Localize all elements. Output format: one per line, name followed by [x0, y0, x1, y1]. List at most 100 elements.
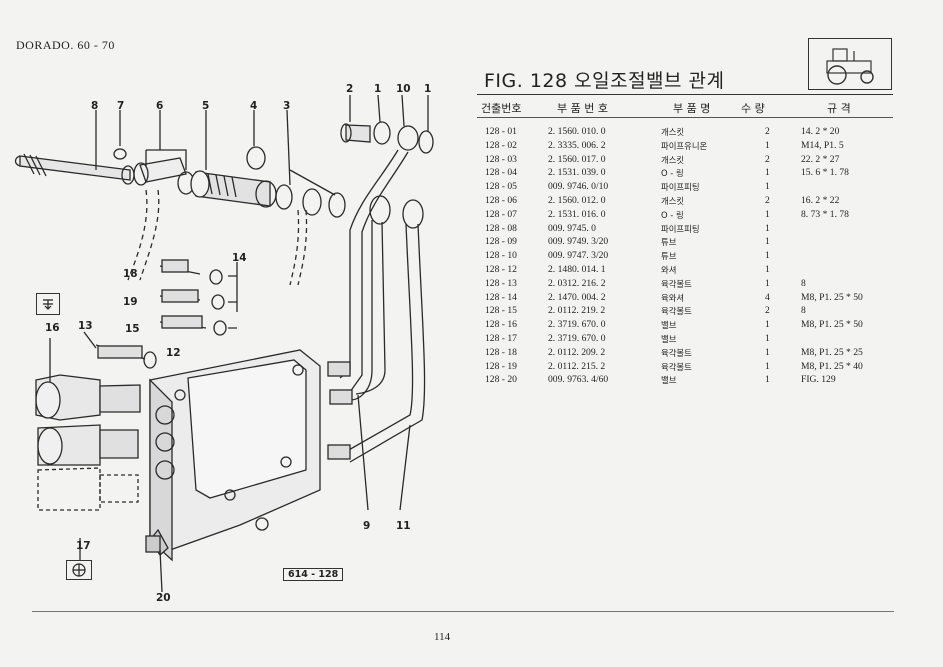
ref-cell: 128 - 12: [485, 263, 517, 275]
ref-cell: 128 - 18: [485, 346, 517, 358]
ref-cell: 128 - 04: [485, 167, 517, 179]
callout-8: 8: [91, 100, 99, 112]
part-name-cell: 파이프유니온: [661, 140, 708, 151]
part-name-cell: 튜브: [661, 237, 677, 248]
part-number-cell: 2. 0112. 209. 2: [548, 346, 606, 358]
exploded-diagram: [0, 70, 475, 610]
part-name-cell: 육각볼트: [661, 361, 692, 372]
header-rule: [477, 94, 893, 95]
quantity-cell: 1: [765, 277, 770, 289]
quantity-cell: 2: [765, 194, 770, 206]
quantity-cell: 1: [765, 250, 770, 262]
ref-cell: 128 - 19: [485, 360, 517, 372]
part-number-cell: 009. 9745. 0: [548, 222, 596, 234]
spec-cell: 22. 2 * 27: [801, 153, 840, 165]
ref-cell: 128 - 20: [485, 374, 517, 386]
ref-cell: 128 - 15: [485, 305, 517, 317]
callout-5: 5: [202, 100, 210, 112]
part-number-cell: 2. 1531. 039. 0: [548, 167, 606, 179]
tractor-icon: [808, 38, 892, 90]
quantity-cell: 2: [765, 305, 770, 317]
quantity-cell: 4: [765, 291, 770, 303]
valve-symbol-icon: [66, 560, 92, 580]
part-name-cell: 개스킷: [661, 127, 685, 137]
figure-title: FIG. 128 오일조절밸브 관계: [484, 70, 725, 92]
part-name-cell: 밸브: [661, 333, 677, 344]
callout-18: 18: [123, 268, 138, 280]
callout-4: 4: [250, 100, 258, 112]
part-name-cell: 육와셔: [661, 292, 685, 303]
quantity-cell: 1: [765, 360, 770, 372]
col-ref: 건출번호: [481, 102, 522, 115]
part-number-cell: 2. 0312. 216. 2: [548, 277, 606, 289]
quantity-cell: 1: [765, 236, 770, 248]
part-number-cell: 2. 3335. 006. 2: [548, 139, 606, 151]
spec-cell: M14, P1. 5: [801, 139, 844, 151]
callout-11: 11: [396, 520, 411, 532]
spec-cell: 8: [801, 277, 806, 289]
spec-cell: 8. 73 * 1. 78: [801, 208, 849, 220]
part-name-cell: 파이프피팅: [661, 223, 700, 234]
col-quantity: 수 량: [741, 102, 765, 115]
callout-6: 6: [156, 100, 164, 112]
callout-14: 14: [232, 252, 247, 264]
quantity-cell: 2: [765, 153, 770, 165]
part-number-cell: 009. 9763. 4/60: [548, 374, 609, 386]
callout-9: 9: [363, 520, 371, 532]
quantity-cell: 1: [765, 139, 770, 151]
part-number-cell: 2. 3719. 670. 0: [548, 319, 606, 331]
col-spec: 규 격: [827, 102, 851, 115]
part-name-cell: 파이프피팅: [661, 182, 700, 193]
quantity-cell: 1: [765, 374, 770, 386]
callout-13: 13: [78, 320, 93, 332]
quantity-cell: 1: [765, 181, 770, 193]
part-name-cell: 개스킷: [661, 195, 685, 206]
spec-cell: M8, P1. 25 * 50: [801, 291, 863, 303]
part-name-cell: O - 링: [661, 168, 684, 179]
ref-cell: 128 - 01: [485, 126, 517, 137]
callout-1b: 1: [424, 83, 432, 95]
part-number-cell: 2. 0112. 219. 2: [548, 305, 606, 317]
page-header: DORADO. 60 - 70: [16, 38, 115, 52]
page-number: 114: [434, 631, 451, 643]
callout-3: 3: [283, 100, 291, 112]
ref-cell: 128 - 16: [485, 319, 517, 331]
part-number-cell: 2. 1560. 017. 0: [548, 153, 606, 165]
callout-19: 19: [123, 296, 138, 308]
spec-cell: 16. 2 * 22: [801, 194, 840, 206]
spec-cell: M8, P1. 25 * 25: [801, 346, 863, 358]
part-number-cell: 009. 9747. 3/20: [548, 250, 609, 262]
part-name-cell: 밸브: [661, 375, 677, 386]
part-name-cell: 튜브: [661, 251, 677, 262]
ref-cell: 128 - 05: [485, 181, 517, 193]
quantity-cell: 1: [765, 167, 770, 179]
ref-cell: 128 - 08: [485, 222, 517, 234]
part-name-cell: 육각볼트: [661, 278, 692, 289]
callout-17: 17: [76, 540, 91, 552]
part-number-cell: 2. 1531. 016. 0: [548, 208, 606, 220]
table-row: 128 - 13 2. 0312. 216. 2 육각볼트 1 8: [477, 278, 897, 292]
ref-cell: 128 - 06: [485, 194, 517, 206]
callout-2: 2: [346, 83, 354, 95]
spec-cell: M8, P1. 25 * 50: [801, 319, 863, 331]
spec-cell: M8, P1. 25 * 40: [801, 360, 863, 372]
quantity-cell: 1: [765, 319, 770, 331]
ref-cell: 128 - 13: [485, 277, 517, 289]
part-number-cell: 2. 3719. 670. 0: [548, 332, 606, 344]
quantity-cell: 1: [765, 208, 770, 220]
